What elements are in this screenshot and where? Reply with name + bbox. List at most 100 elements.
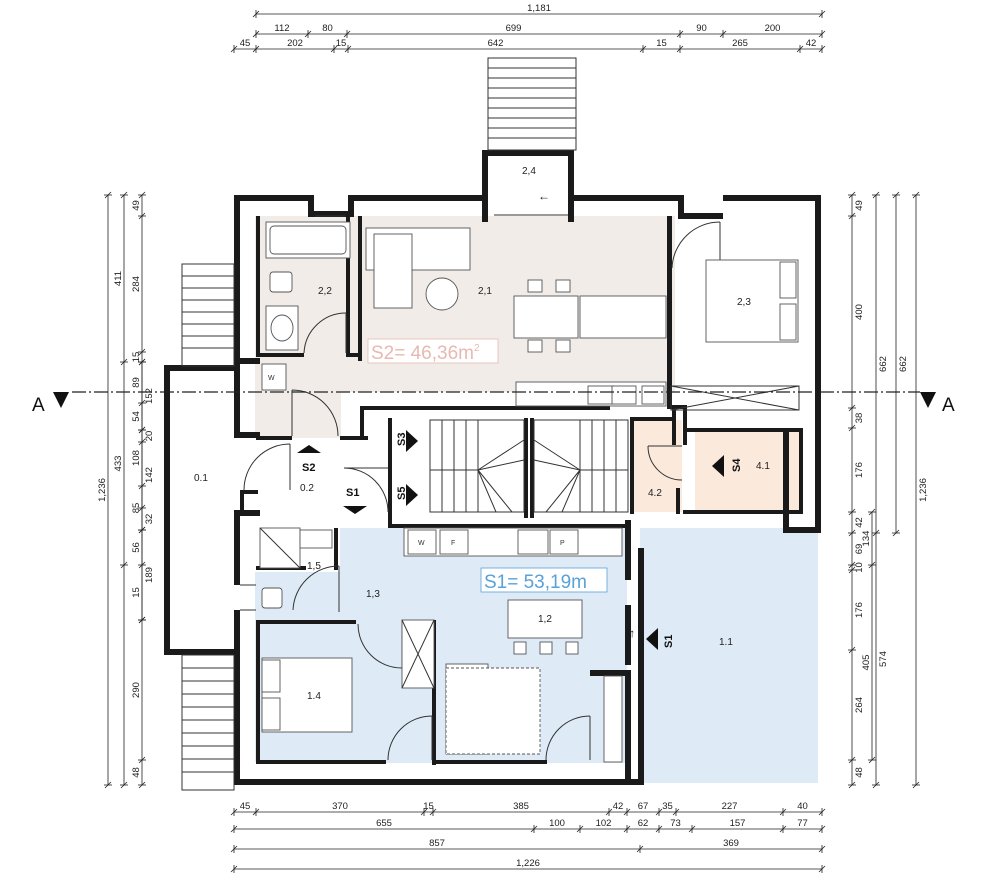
- dimension-label: 15: [336, 38, 347, 49]
- dimension-label: 42: [854, 517, 865, 528]
- tv-unit: [603, 675, 623, 763]
- dimension-label: 90: [696, 23, 707, 34]
- area-labels: S2= 46,36m2 S1= 53,19m: [367, 338, 608, 593]
- dimension-label: 102: [596, 818, 612, 829]
- section-label-left: A: [32, 395, 45, 416]
- dimension-label: 369: [723, 838, 739, 849]
- dimension-label: 45: [240, 801, 251, 812]
- room-1-1: 1.1: [719, 637, 733, 648]
- chair: [527, 279, 543, 293]
- dimension-label: 642: [488, 38, 504, 49]
- dimension-label: 370: [332, 801, 348, 812]
- room-1-1-fill: [640, 528, 818, 783]
- dimension-label: 15: [131, 587, 142, 598]
- panel-label: P: [560, 540, 565, 547]
- arrow-right-icon: [406, 430, 418, 452]
- dimension-label: 142: [144, 467, 155, 483]
- room-1-3: 1,3: [366, 589, 380, 600]
- dimension-label: 108: [131, 450, 142, 466]
- dimension-label: 264: [854, 697, 865, 713]
- dimension-label: 400: [854, 304, 865, 320]
- room-4-1: 4.1: [756, 461, 770, 472]
- dimension-label: 42: [613, 801, 624, 812]
- arrow-up-icon: [297, 445, 321, 453]
- washer-upper: [261, 363, 287, 391]
- stair-label-s1: S1: [346, 487, 359, 499]
- dimension-label: 56: [131, 542, 142, 553]
- room-2-2: 2,2: [318, 286, 332, 297]
- dimension-label: 48: [854, 767, 865, 778]
- stair-inner-left: [429, 419, 525, 513]
- chair: [527, 339, 543, 353]
- dimension-label: 38: [854, 413, 865, 424]
- dimension-label: 77: [797, 818, 808, 829]
- room-1-5: 1,5: [307, 561, 321, 572]
- chair: [555, 279, 571, 293]
- area-s1-label: S1= 53,19m: [484, 572, 587, 593]
- dining-table-upper: [513, 295, 579, 339]
- dimension-label: 1,226: [516, 858, 540, 869]
- dimension-label: 49: [131, 200, 142, 211]
- dimension-label: 411: [113, 271, 124, 286]
- dimension-label: 112: [274, 23, 289, 34]
- dimension-label: 15: [656, 38, 667, 49]
- walls: [164, 150, 821, 785]
- dimension-label: 176: [854, 462, 865, 478]
- dining-table-lower: [507, 599, 583, 639]
- toilet-upper: [269, 271, 293, 293]
- sink-lower: [299, 529, 333, 549]
- dimension-label: 574: [878, 651, 889, 667]
- stair-label-s5: S5: [396, 487, 408, 500]
- stair-label-s4: S4: [731, 458, 743, 472]
- room-2-3: 2,3: [737, 297, 751, 308]
- arrow-right-icon: [406, 484, 418, 506]
- room-2-4: 2,4: [522, 166, 536, 177]
- doors: [243, 221, 721, 761]
- chair: [555, 339, 571, 353]
- dimension-label: 662: [878, 356, 889, 372]
- stair-flight-top: [487, 57, 577, 151]
- dimension-label: 100: [549, 818, 565, 829]
- area-s2-label: S2= 46,36m2: [371, 343, 480, 364]
- stair-flight-left-lower: [181, 654, 235, 791]
- room-0-2: 0.2: [300, 483, 314, 494]
- round-table-upper: [425, 277, 459, 311]
- panel-lower: [549, 529, 579, 555]
- dimension-label: 15: [423, 801, 434, 812]
- dimension-label: 15: [131, 352, 142, 363]
- arrow-left-icon: [712, 455, 724, 477]
- section-arrow-left: [53, 392, 69, 408]
- fridge-label: F: [451, 540, 455, 547]
- dimension-label: 69: [854, 544, 865, 555]
- zone-s2-fill-lower: [255, 392, 341, 438]
- dimension-label: 73: [670, 818, 681, 829]
- dimension-label: 80: [322, 23, 333, 34]
- dimension-label: 67: [638, 801, 649, 812]
- dimension-label: 1,236: [918, 478, 929, 502]
- dimension-label: 32: [144, 514, 155, 525]
- dimension-label: 42: [806, 38, 817, 49]
- dimension-label: 62: [638, 818, 649, 829]
- room-2-1: 2,1: [478, 286, 492, 297]
- stair-label-s3: S3: [396, 433, 408, 446]
- dimension-label: 10: [854, 562, 865, 573]
- dimension-label: 35: [662, 801, 673, 812]
- dimension-label: 655: [376, 818, 392, 829]
- dimension-label: 152: [144, 388, 155, 404]
- dimension-label: 49: [854, 200, 865, 211]
- dimension-label: 433: [113, 456, 124, 472]
- dimension-label: 157: [730, 818, 746, 829]
- dimension-label: 54: [131, 411, 142, 422]
- dimension-label: 48: [131, 767, 142, 778]
- dimension-label: 89: [131, 377, 142, 388]
- section-line: A A: [32, 391, 955, 416]
- stairs-drawing: [181, 57, 629, 791]
- dimension-label: 1,236: [97, 478, 108, 502]
- section-label-right: A: [942, 395, 955, 416]
- dimension-label: 290: [131, 682, 142, 698]
- washer-lower: [407, 529, 437, 555]
- room-0-1: 0.1: [194, 473, 208, 484]
- arrow-up-icon: →: [623, 628, 637, 640]
